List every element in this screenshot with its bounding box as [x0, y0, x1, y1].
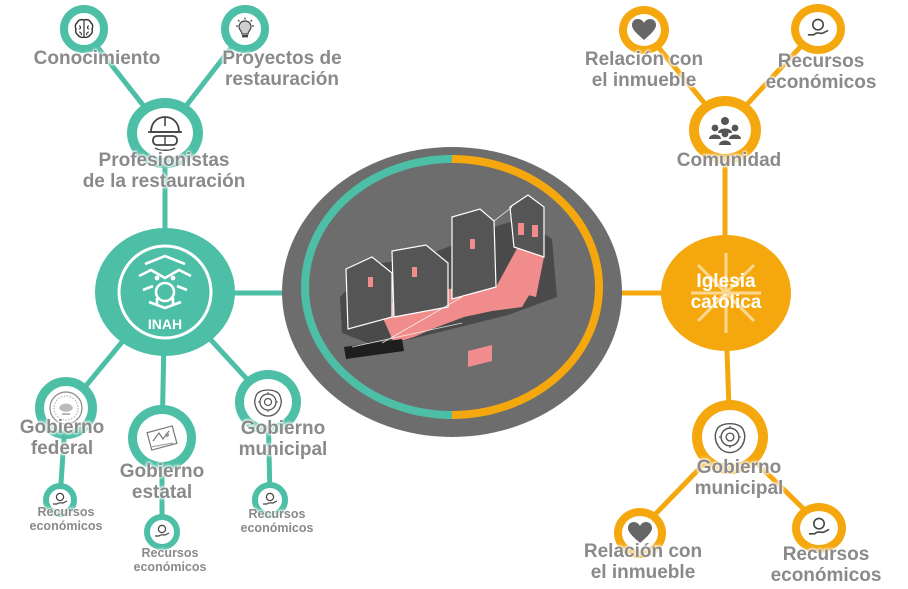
- relacion-bottom-node: [614, 508, 666, 558]
- federal-seal-icon: [49, 391, 83, 425]
- comunidad-label: Comunidad: [676, 150, 782, 171]
- recursos-top-label: Recursos económicos: [765, 51, 877, 94]
- conocimiento-node: [60, 5, 108, 53]
- heart-icon: [632, 19, 656, 40]
- comunidad-node: [689, 96, 761, 164]
- gob-municipal-right-node: [692, 400, 768, 474]
- gob-federal-node: [35, 377, 97, 439]
- recursos-municipal-label: Recursos económicos: [240, 507, 314, 535]
- recursos-bottom-node: [792, 503, 846, 553]
- profesionistas-label: Profesionistas de la restauración: [82, 150, 246, 193]
- cross-sunburst-icon: [691, 253, 761, 333]
- profesionistas-node: [127, 98, 203, 168]
- heart-icon: [628, 522, 652, 543]
- recursos-bottom-label: Recursos económicos: [770, 544, 882, 587]
- gob-estatal-node: [128, 405, 196, 471]
- hand-coin-icon: [807, 18, 829, 36]
- lightbulb-icon: [236, 17, 254, 38]
- recursos-estatal-label: Recursos económicos: [133, 546, 207, 574]
- hand-coin-icon: [53, 492, 68, 505]
- relacion-top-label: Relación con el inmueble: [584, 49, 704, 92]
- hand-coin-icon: [808, 517, 830, 535]
- hand-coin-icon: [263, 492, 278, 505]
- iglesia-node: [661, 235, 791, 351]
- church-building-illustration: [340, 194, 557, 367]
- municipal-seal-icon: [254, 389, 282, 417]
- gob-estatal-label: Gobierno estatal: [119, 461, 205, 504]
- proyectos-label: Proyectos de restauración: [222, 48, 342, 91]
- relacion-top-node: [619, 6, 669, 54]
- municipal-seal-icon: [714, 422, 746, 454]
- iglesia-label: Iglesia católica: [690, 271, 762, 314]
- relacion-bottom-label: Relación con el inmueble: [583, 541, 703, 584]
- gob-federal-label: Gobierno federal: [19, 417, 105, 460]
- hand-coin-icon: [155, 524, 170, 537]
- gob-municipal-node: [235, 370, 301, 434]
- gob-municipal-right-label: Gobierno municipal: [694, 457, 784, 500]
- gob-municipal-label: Gobierno municipal: [238, 418, 328, 461]
- recursos-federal-label: Recursos económicos: [29, 505, 103, 533]
- central-church-node: [282, 147, 622, 437]
- proyectos-node: [221, 5, 269, 53]
- inah-logo: INAH: [117, 244, 213, 340]
- recursos-municipal-node: [252, 482, 288, 518]
- recursos-estatal-node: [144, 514, 180, 550]
- conocimiento-label: Conocimiento: [33, 48, 161, 69]
- people-group-icon: [709, 117, 741, 145]
- inah-node: INAH: [95, 228, 235, 356]
- state-seal-icon: [146, 425, 178, 451]
- recursos-federal-node: [43, 483, 77, 517]
- brain-icon: [74, 18, 94, 39]
- inah-label: INAH: [148, 316, 182, 332]
- hardhat-goggles-icon: [148, 116, 182, 151]
- recursos-top-node: [791, 4, 845, 54]
